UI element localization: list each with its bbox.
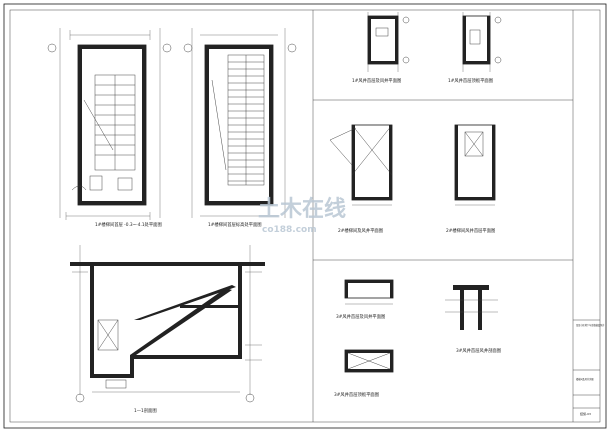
caption-plan-a: 1#楼梯间首层 -0.3~-4.1处平面图 bbox=[95, 221, 162, 228]
title-block: 某某小区地下车库楼梯及风井 楼梯间及风井详图 结施-03 bbox=[573, 319, 605, 416]
axis-bubble bbox=[162, 43, 172, 53]
caption-section: 1—1剖面图 bbox=[134, 407, 157, 414]
caption-detail-7: 3#风井首层风井剖面图 bbox=[456, 347, 501, 354]
watermark-subtitle: co188.com bbox=[262, 225, 317, 235]
detail-3: 2#楼梯间及风井平面图 bbox=[329, 124, 393, 234]
caption-detail-6: 3#风井首层顶板平面图 bbox=[334, 391, 379, 398]
stair-plan-a: 1#楼梯间首层 -0.3~-4.1处平面图 bbox=[47, 28, 172, 228]
detail-2: 1#风井首层顶板平面图 bbox=[448, 12, 502, 84]
caption-detail-1: 1#风井首层及风井平面图 bbox=[352, 77, 401, 84]
detail-6: 3#风井首层顶板平面图 bbox=[334, 349, 394, 398]
caption-detail-4: 2#楼梯间风井首层平面图 bbox=[446, 227, 495, 234]
title-block-drawing: 楼梯间及风井详图 bbox=[576, 377, 594, 381]
axis-bubble bbox=[183, 43, 193, 53]
detail-5: 3#风井首层及风井平面图 bbox=[336, 279, 394, 320]
section-1-1: 1—1剖面图 bbox=[70, 245, 265, 414]
caption-plan-b: 1#楼梯间首层标高处平面图 bbox=[208, 221, 262, 228]
axis-bubble bbox=[287, 43, 297, 53]
axis-bubble bbox=[47, 43, 57, 53]
stair-flight-upper bbox=[134, 285, 236, 320]
sheet-border bbox=[3, 3, 607, 429]
caption-detail-3: 2#楼梯间及风井平面图 bbox=[338, 227, 383, 234]
stair-flight-lower bbox=[130, 288, 232, 355]
caption-detail-5: 3#风井首层及风井平面图 bbox=[336, 313, 385, 320]
caption-detail-2: 1#风井首层顶板平面图 bbox=[448, 77, 493, 84]
title-block-no: 结施-03 bbox=[580, 411, 591, 416]
title-block-project: 某某小区地下车库楼梯及风井 bbox=[576, 323, 605, 327]
detail-1: 1#风井首层及风井平面图 bbox=[352, 12, 410, 84]
watermark-title: 土木在线 bbox=[258, 196, 346, 222]
detail-4: 2#楼梯间风井首层平面图 bbox=[446, 124, 496, 234]
axis-bubble bbox=[245, 393, 255, 403]
stair-plan-b: 1#楼梯间首层标高处平面图 bbox=[183, 28, 297, 228]
detail-7: 3#风井首层风井剖面图 bbox=[445, 285, 501, 354]
watermark: 土木在线 co188.com bbox=[258, 196, 346, 235]
inner-border bbox=[9, 9, 601, 423]
axis-bubble bbox=[75, 393, 85, 403]
